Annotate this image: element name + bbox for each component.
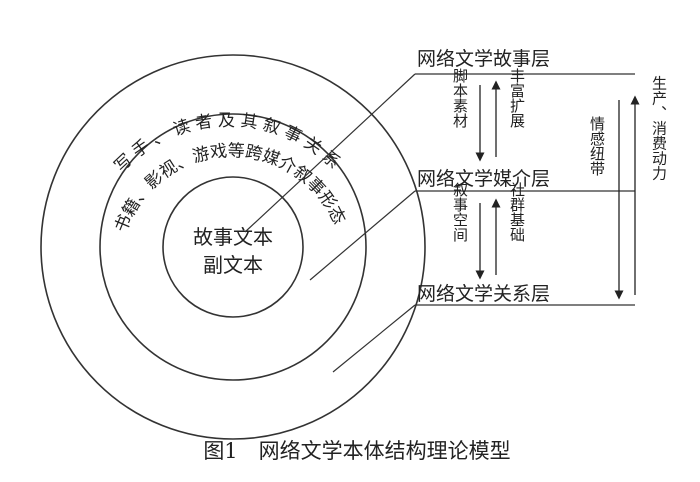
story-layer-label: 网络文学故事层	[417, 48, 550, 70]
media-up-text: 社群基础	[508, 182, 526, 242]
inner-circle	[162, 176, 304, 318]
leader-line-media	[309, 190, 416, 281]
emotion-text: 情感纽带	[588, 116, 606, 176]
story-down-text: 脚本素材	[451, 68, 469, 128]
relation-layer-label: 网络文学关系层	[417, 283, 550, 305]
story-up-text: 丰富扩展	[508, 68, 526, 128]
inner-text-line2: 副文本	[203, 253, 263, 277]
figure-caption: 图1 网络文学本体结构理论模型	[203, 439, 510, 463]
media-down-text: 叙事空间	[451, 182, 469, 243]
media-layer-label: 网络文学媒介层	[417, 168, 550, 190]
middle-circle	[99, 113, 367, 381]
drive-text: 生产、消费动力	[650, 76, 668, 182]
leader-line-story	[244, 73, 416, 233]
inner-text-line1: 故事文本	[193, 225, 273, 249]
outer-circle	[40, 54, 426, 440]
leader-line-relation	[332, 304, 416, 373]
